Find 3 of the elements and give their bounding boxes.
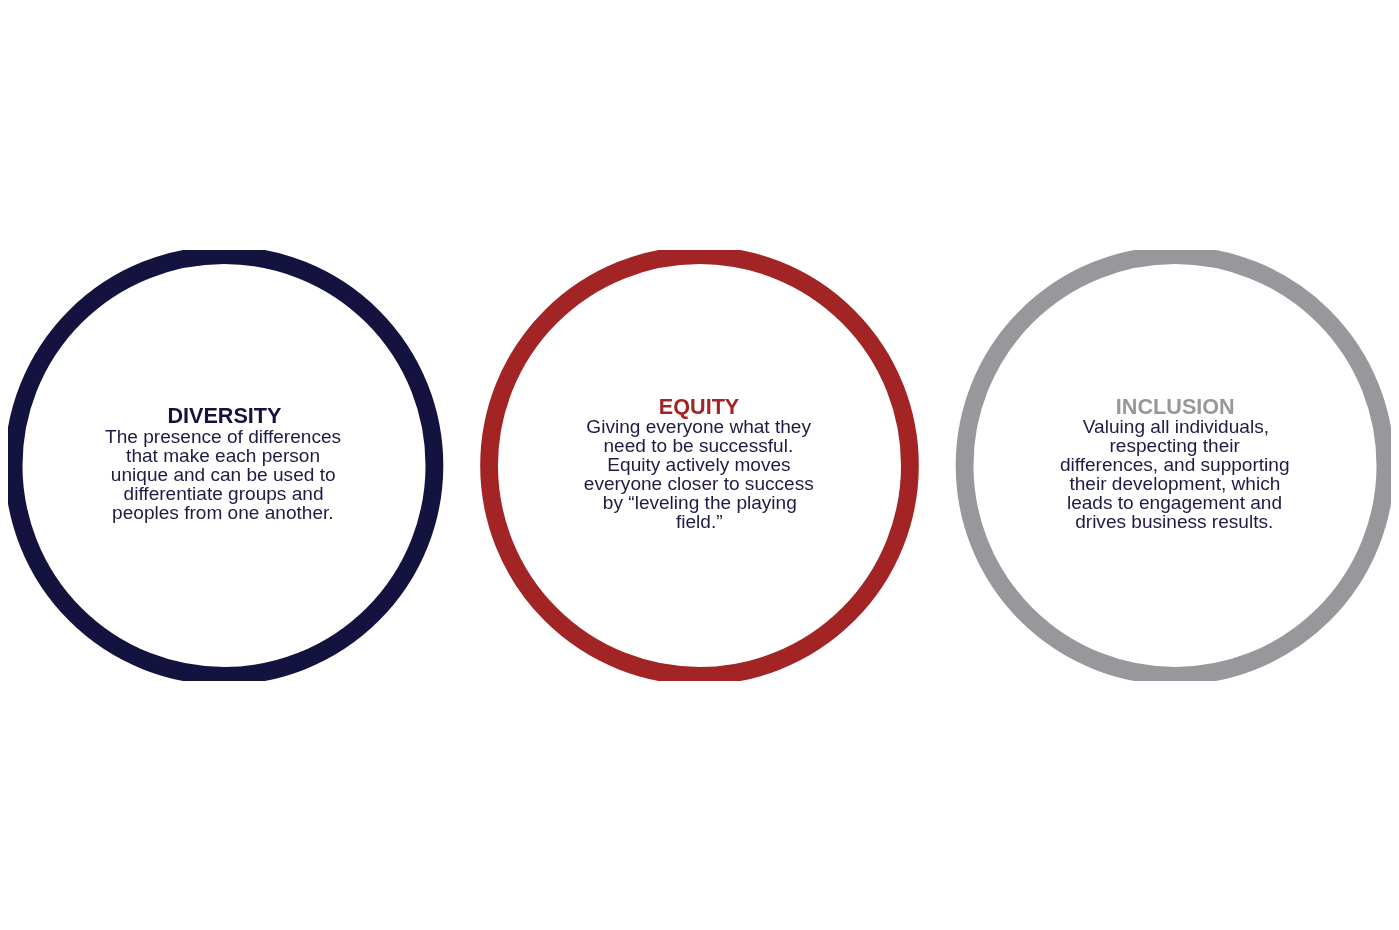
node-circle: EQUITY Giving everyone what they need to be successful. Equity actively moves everyone closer to success by “leveling the playing field.” — [480, 249, 919, 681]
node-circle: INCLUSION Valuing all individuals, respecting their differences, and supporting their development, which leads to engagement and drives business results. — [955, 249, 1391, 681]
node-circle: DIVERSITY The presence of differences that make each person unique and can be used to differentiate groups and peoples from one another. — [8, 249, 444, 681]
